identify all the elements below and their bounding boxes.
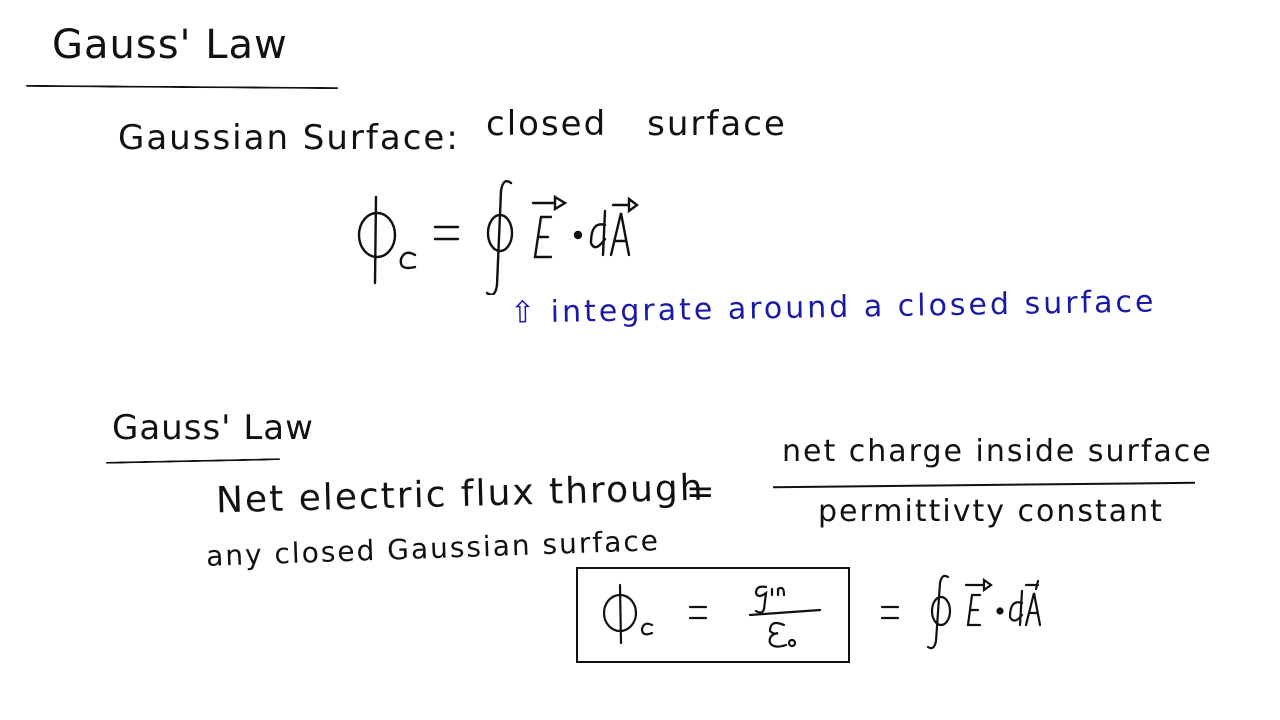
flux-equation [357,180,639,295]
gauss-law-underline [105,458,281,464]
boxed-gauss-law-equation [576,567,850,663]
charge-q-in-icon [754,585,786,614]
law-statement-line1: Net electric flux through [215,467,706,522]
gaussian-surface-label: Gaussian Surface: [118,118,460,158]
phi-symbol-icon [602,583,638,645]
contour-integral-icon [485,180,514,295]
electric-field-vector-icon [964,577,993,627]
definition-word-surface: surface [647,104,787,144]
law-equals-sign: = [686,472,716,512]
definition-word-closed: closed [486,104,608,144]
fraction-bar [773,481,1195,489]
fraction-denominator: permittivty constant [818,494,1164,529]
area-vector-icon [1008,579,1042,627]
area-vector-icon [589,196,639,257]
final-equation [602,574,1042,650]
gauss-law-heading: Gauss' Law [112,408,314,448]
title-underline [25,84,339,90]
page-title: Gauss' Law [52,22,288,68]
gaussian-surface-definition: closed surface [486,104,827,144]
fraction-numerator: net charge inside surface [782,434,1213,469]
phi-symbol-icon [357,195,397,285]
contour-integral-icon [926,574,952,650]
up-arrow-icon: ⇧ [509,295,539,331]
epsilon-naught-icon [768,621,797,648]
electric-field-vector-icon [531,194,568,259]
